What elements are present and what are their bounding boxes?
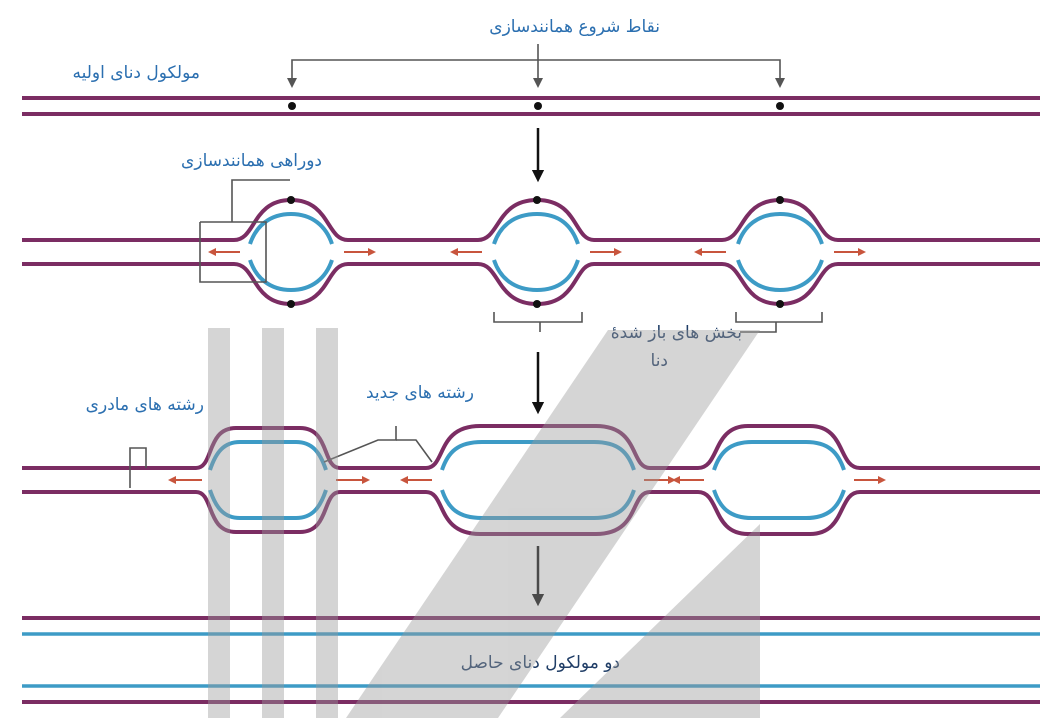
stage-replication-bubbles (22, 179, 1040, 308)
origin-dot (534, 102, 542, 110)
new-strands-leader (323, 426, 433, 463)
origins-bracket (287, 44, 785, 88)
replication-bubble (721, 196, 839, 308)
parent-strands-leader (129, 447, 147, 488)
replication-bubble (233, 196, 349, 308)
replication-fork-label: دوراهی همانندسازی (181, 151, 322, 171)
opened-regions-label-line2: دنا (651, 351, 668, 371)
replication-bubble (477, 196, 595, 308)
two-molecules-label: دو مولکول دنای حاصل (461, 653, 620, 673)
replication-bubble (195, 426, 341, 534)
new-strands-label: رشته های جدید (366, 383, 474, 403)
replication-bubble (425, 424, 651, 536)
origin-dot (776, 102, 784, 110)
parent-strands-label: رشته های مادری (86, 395, 204, 415)
origins-label: نقاط شروع همانندسازی (489, 17, 660, 37)
replication-fork-leader (199, 179, 290, 283)
stage-original-molecule (22, 44, 1040, 116)
opened-regions-brackets (493, 312, 823, 333)
original-dna-label: مولکول دنای اولیه (72, 63, 200, 83)
watermark-logo (208, 328, 760, 718)
stage-two-daughter-molecules (22, 616, 1040, 704)
opened-regions-label: بخش های باز شدهٔ (611, 323, 742, 343)
replication-bubble (697, 424, 861, 536)
stage-expanded-bubbles (22, 424, 1040, 536)
origin-dot (288, 102, 296, 110)
